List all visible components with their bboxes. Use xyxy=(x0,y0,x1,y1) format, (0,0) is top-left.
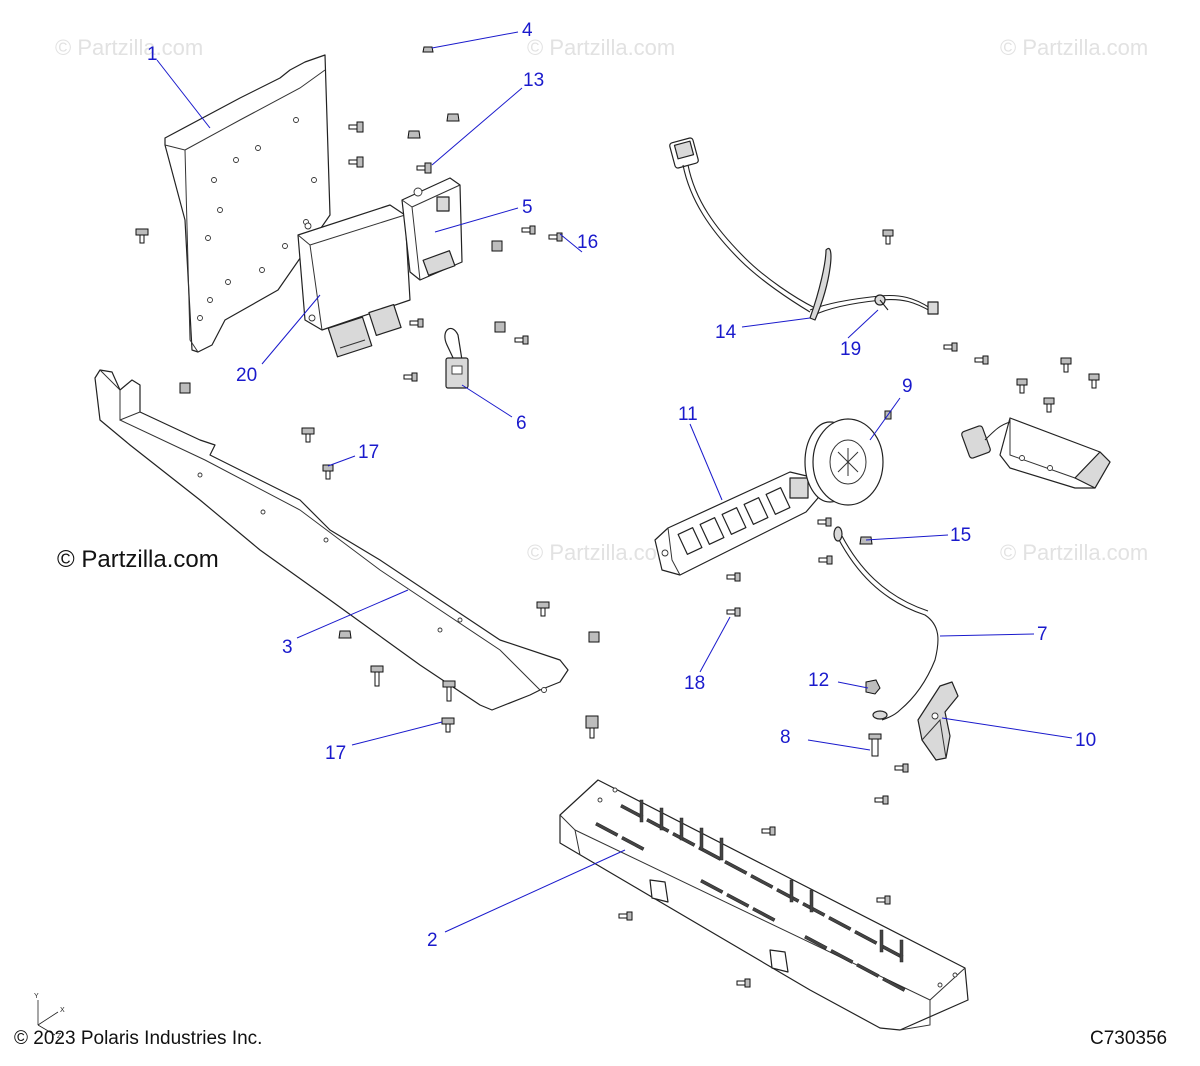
callout-9[interactable]: 9 xyxy=(902,376,913,397)
callout-1[interactable]: 1 xyxy=(147,44,158,65)
part-20-ecu[interactable] xyxy=(297,204,411,358)
callout-2[interactable]: 2 xyxy=(427,930,438,951)
part-2-step-plate[interactable] xyxy=(559,779,969,1031)
callout-15[interactable]: 15 xyxy=(950,525,971,546)
callout-13[interactable]: 13 xyxy=(523,70,544,91)
axis-x-label: X xyxy=(60,1007,65,1014)
bolt-icon[interactable] xyxy=(514,335,529,345)
bolt-icon[interactable] xyxy=(882,229,894,245)
part-3-brace[interactable] xyxy=(94,369,569,711)
bolt-icon[interactable] xyxy=(588,631,600,643)
bolt-icon[interactable] xyxy=(446,113,460,122)
part-12-nut[interactable] xyxy=(865,679,881,695)
bolt-icon[interactable] xyxy=(494,321,506,333)
bolt-icon[interactable] xyxy=(585,715,599,739)
bolt-icon[interactable] xyxy=(442,680,456,702)
bolt-icon[interactable] xyxy=(974,355,989,365)
bolt-icon[interactable] xyxy=(407,130,421,139)
bolt-icon[interactable] xyxy=(403,372,418,382)
bolt-icon[interactable] xyxy=(894,763,909,773)
watermarks: © Partzilla.com © Partzilla.com © Partzi… xyxy=(55,35,1148,573)
callout-4[interactable]: 4 xyxy=(522,20,533,41)
bolt-icon[interactable] xyxy=(491,240,503,252)
axis-triad-icon: Y X Z xyxy=(34,993,65,1040)
bolt-icon[interactable] xyxy=(1016,378,1028,394)
watermark-mid-center: © Partzilla.com xyxy=(527,540,675,565)
callout-17-upper[interactable]: 17 xyxy=(358,442,379,463)
bolt-icon[interactable] xyxy=(818,555,833,565)
bolt-icon[interactable] xyxy=(135,228,149,244)
part-5-relay-module[interactable] xyxy=(401,177,463,281)
bolt-icon[interactable] xyxy=(618,911,633,921)
bolt-icon[interactable] xyxy=(1043,397,1055,413)
bolt-icon[interactable] xyxy=(736,978,751,988)
bolt-icon[interactable] xyxy=(422,46,434,53)
axis-y-label: Y xyxy=(34,993,39,1000)
callout-12[interactable]: 12 xyxy=(808,670,829,691)
drawing-number: C730356 xyxy=(1090,1028,1167,1049)
bolt-icon[interactable] xyxy=(348,121,364,133)
wiring-harness[interactable] xyxy=(669,137,939,321)
watermark-top-left: © Partzilla.com xyxy=(55,35,203,60)
callout-6[interactable]: 6 xyxy=(516,413,527,434)
bolt-icon[interactable] xyxy=(409,318,424,328)
callout-14[interactable]: 14 xyxy=(715,322,737,343)
bolt-icon[interactable] xyxy=(548,232,563,242)
bolt-icon[interactable] xyxy=(726,607,741,617)
bolt-icon[interactable] xyxy=(370,665,384,687)
watermark-mid-right: © Partzilla.com xyxy=(1000,540,1148,565)
bolt-icon[interactable] xyxy=(536,601,550,617)
voltage-regulator-module[interactable] xyxy=(961,417,1111,489)
bolt-icon[interactable] xyxy=(859,536,873,545)
bolt-icon[interactable] xyxy=(521,225,536,235)
bolt-icon[interactable] xyxy=(874,795,889,805)
bolt-icon[interactable] xyxy=(943,342,958,352)
bolt-icon[interactable] xyxy=(876,895,891,905)
bolt-icon[interactable] xyxy=(348,156,364,168)
fasteners xyxy=(135,46,1100,988)
watermark-main: © Partzilla.com xyxy=(57,546,219,573)
axis-z-label: Z xyxy=(57,1033,62,1040)
part-10-bracket[interactable] xyxy=(917,681,959,761)
watermark-top-right: © Partzilla.com xyxy=(1000,35,1148,60)
bolt-icon[interactable] xyxy=(1088,373,1100,389)
step-plate-slots xyxy=(595,799,906,992)
callout-20[interactable]: 20 xyxy=(236,365,257,386)
bolt-icon[interactable] xyxy=(441,717,455,733)
callout-17-lower[interactable]: 17 xyxy=(325,743,346,764)
bolt-icon[interactable] xyxy=(179,382,191,394)
callout-labels: 1 2 3 4 5 6 7 8 9 10 11 12 13 14 15 16 1… xyxy=(147,20,1096,951)
bolt-icon[interactable] xyxy=(322,464,334,480)
leader-lines xyxy=(156,31,1073,933)
bolt-icon[interactable] xyxy=(761,826,776,836)
bolt-icon[interactable] xyxy=(817,517,832,527)
copyright-text: © 2023 Polaris Industries Inc. xyxy=(14,1028,262,1049)
part-9-horn[interactable] xyxy=(804,418,884,506)
bolt-icon[interactable] xyxy=(338,630,352,639)
fuse-bank-cells xyxy=(677,487,791,555)
callout-7[interactable]: 7 xyxy=(1037,624,1048,645)
bolt-icon[interactable] xyxy=(726,572,741,582)
callout-3[interactable]: 3 xyxy=(282,637,293,658)
part-11-fuse-bank[interactable] xyxy=(654,471,819,576)
bolt-icon[interactable] xyxy=(1060,357,1072,373)
callout-19[interactable]: 19 xyxy=(840,339,861,360)
callout-16[interactable]: 16 xyxy=(577,232,598,253)
part-7-ground-cable[interactable] xyxy=(833,526,939,721)
callout-8[interactable]: 8 xyxy=(780,727,791,748)
bolt-icon[interactable] xyxy=(301,427,315,443)
part-6-connector-strap[interactable] xyxy=(444,327,469,389)
watermark-top-center: © Partzilla.com xyxy=(527,35,675,60)
callout-10[interactable]: 10 xyxy=(1075,730,1096,751)
callout-5[interactable]: 5 xyxy=(522,197,533,218)
callout-18[interactable]: 18 xyxy=(684,673,705,694)
callout-11[interactable]: 11 xyxy=(678,404,698,425)
bolt-icon[interactable] xyxy=(416,162,432,174)
part-8-stud[interactable] xyxy=(868,733,882,757)
